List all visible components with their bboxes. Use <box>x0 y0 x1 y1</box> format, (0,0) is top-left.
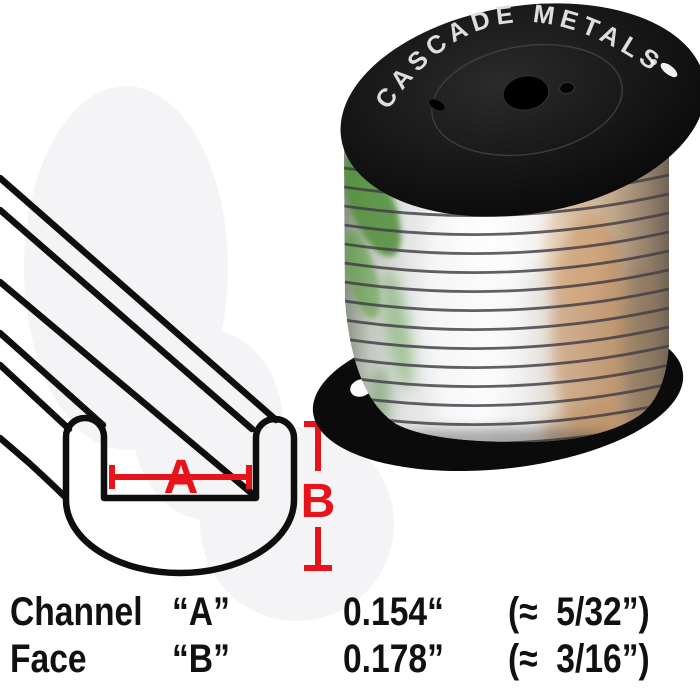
spool-center-hole <box>502 75 550 111</box>
spec-row1-value: 0.154“ <box>343 590 444 634</box>
coil-reflection-copper <box>545 190 659 442</box>
dimension-a-label: A <box>164 451 199 504</box>
spec-row1-letter: “A” <box>172 590 230 634</box>
watermark-blobs <box>24 86 394 621</box>
spec-row2-value: 0.178” <box>343 637 444 681</box>
spool-pin-hole <box>559 81 575 95</box>
extrusion-line <box>0 361 73 433</box>
spec-row2-name: Face <box>10 637 87 681</box>
extrusion-line <box>0 434 68 500</box>
dimension-a <box>109 465 252 489</box>
spool-slot-notch <box>428 98 446 112</box>
channel-profile <box>62 414 298 577</box>
extrusion-line <box>0 174 280 424</box>
spec-row2-letter: “B” <box>172 637 230 681</box>
extrusion-line <box>0 278 260 501</box>
spool-hub-recess <box>431 43 623 157</box>
extrusion-line <box>0 329 107 429</box>
dimension-b-label: B <box>301 475 336 528</box>
spec-row1-name: Channel <box>10 590 143 634</box>
spec-row1-approx: (≈ 5/32”) <box>508 590 650 634</box>
spec-row2-approx: (≈ 3/16”) <box>508 637 650 681</box>
extrusion-line <box>0 206 256 433</box>
flange-glints <box>651 59 698 156</box>
perspective-lines <box>0 174 280 501</box>
